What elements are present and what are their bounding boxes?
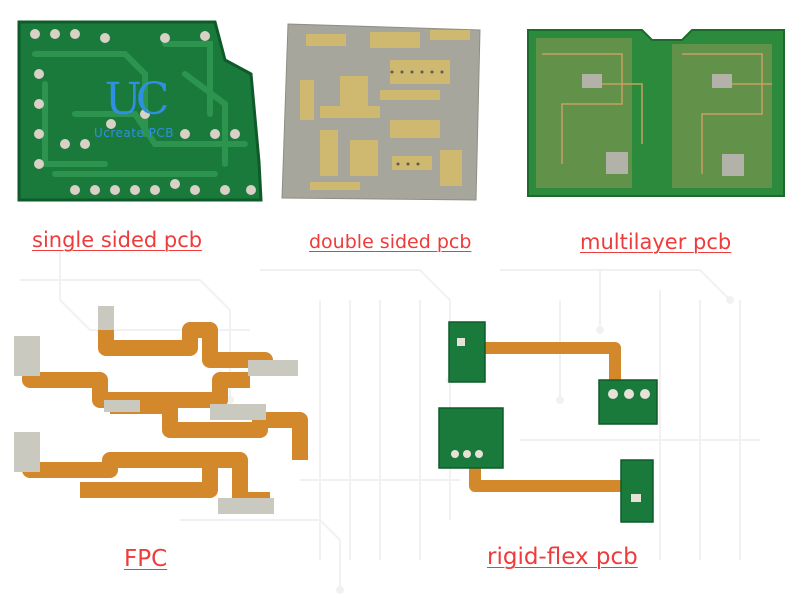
double-sided-pcb-photo <box>281 23 481 201</box>
watermark-mark: UC <box>104 74 170 125</box>
multilayer-pcb-photo <box>527 29 785 197</box>
watermark-logo: UC Ucreate PCB <box>86 74 182 141</box>
rigid-flex-pcb-photo <box>438 321 658 523</box>
fpc-photo <box>14 306 308 514</box>
fpc-link[interactable]: FPC <box>124 546 168 572</box>
rigid-flex-pcb-link[interactable]: rigid-flex pcb <box>487 544 638 570</box>
single-sided-pcb-link[interactable]: single sided pcb <box>32 228 203 252</box>
watermark-text: Ucreate PCB <box>93 126 175 140</box>
single-sided-pcb-photo <box>17 20 263 202</box>
double-sided-pcb-link[interactable]: double sided pcb <box>309 231 472 253</box>
multilayer-pcb-link[interactable]: multilayer pcb <box>580 230 732 254</box>
